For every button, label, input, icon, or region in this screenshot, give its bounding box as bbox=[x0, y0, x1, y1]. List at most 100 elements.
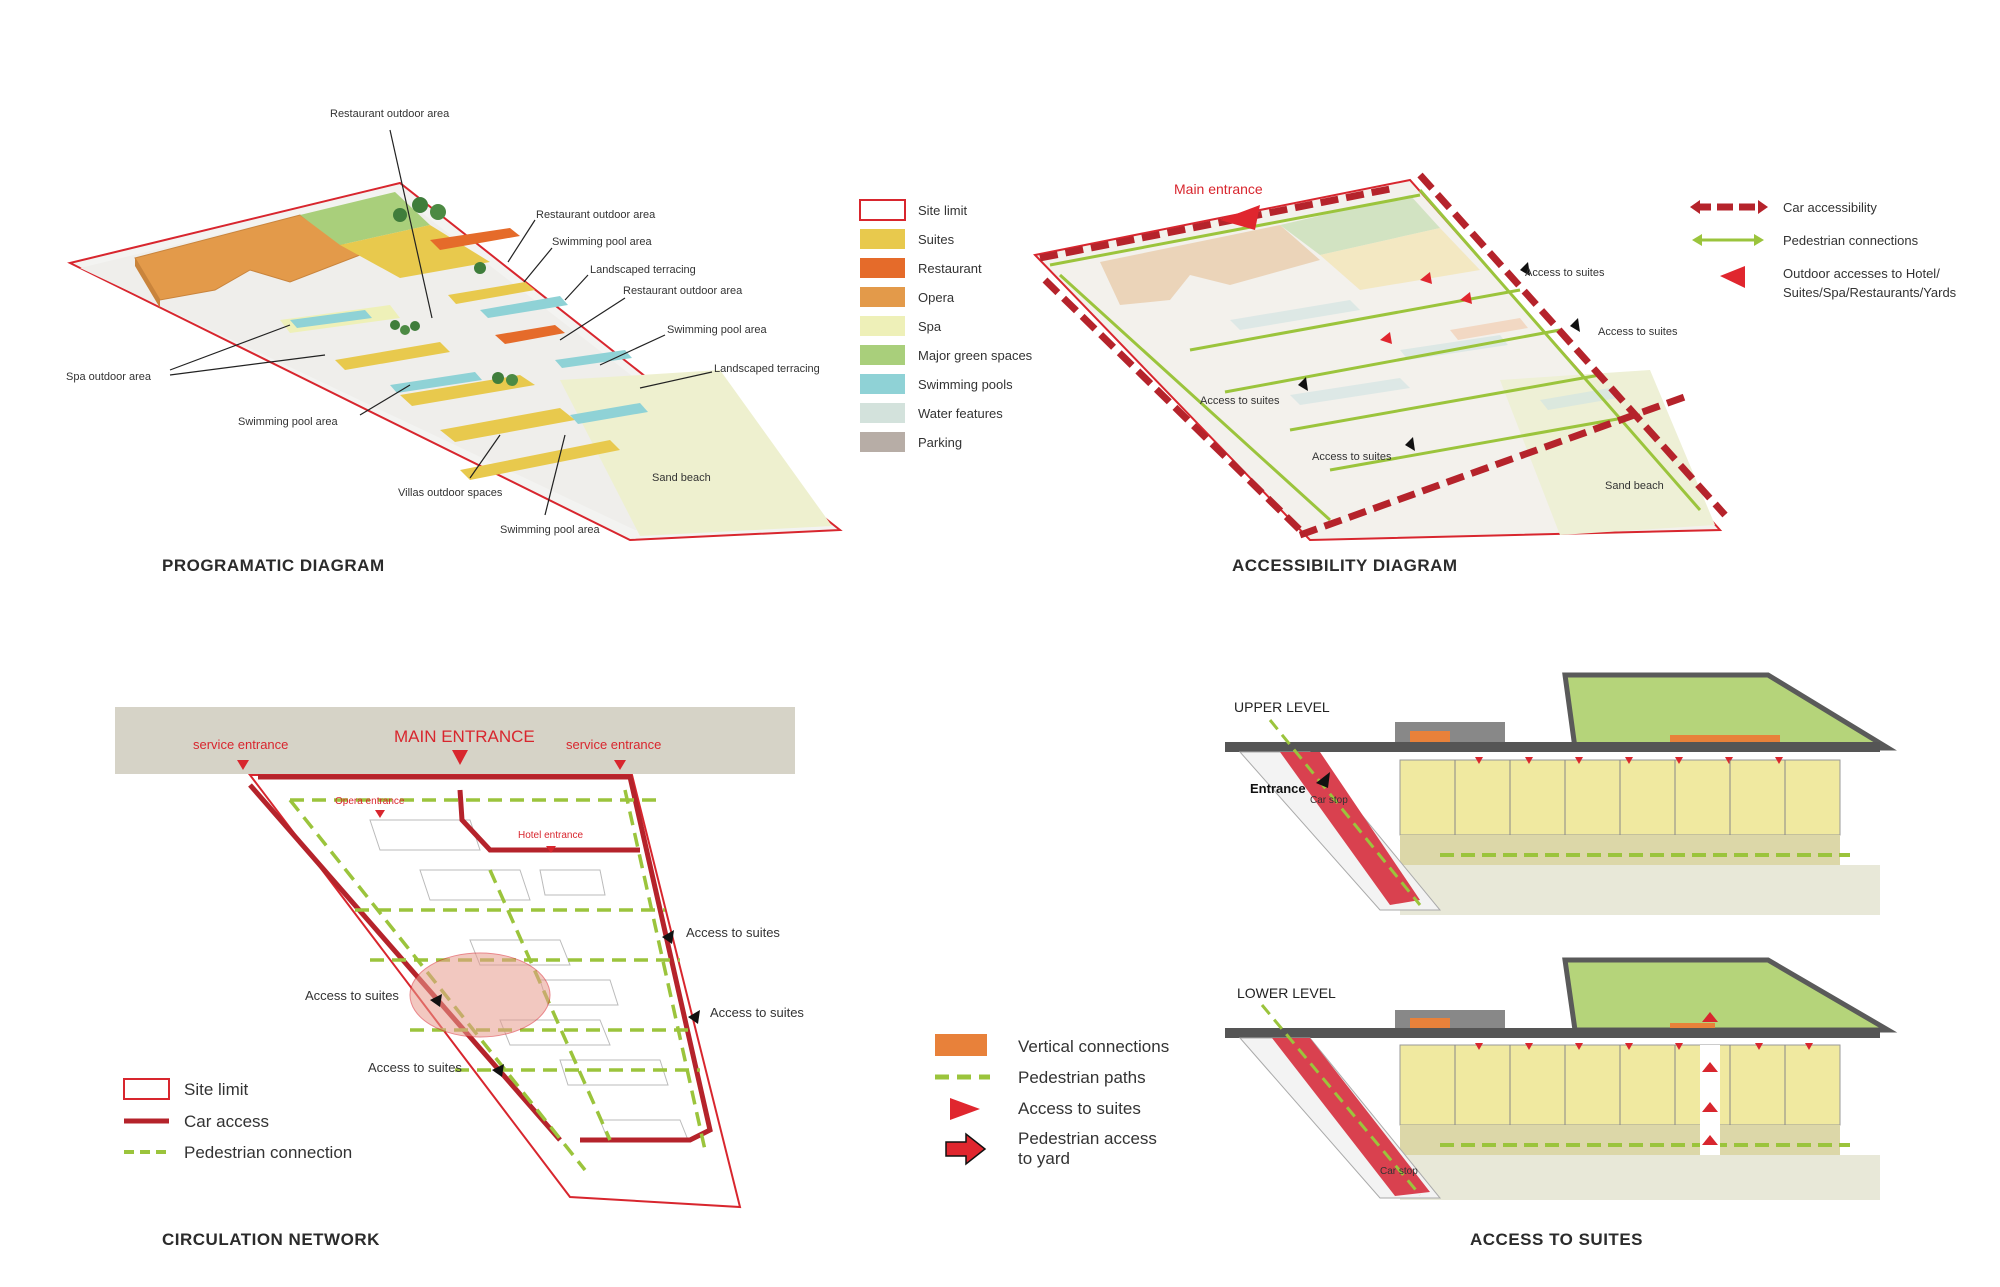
legend-swatch-water bbox=[860, 403, 905, 423]
upper-beach-strip bbox=[1400, 865, 1880, 915]
accessibility-legend: Car accessibility Pedestrian connections… bbox=[1690, 200, 1957, 300]
lower-diagonal-path bbox=[1260, 1004, 1422, 1196]
legend-swatch-restaurant bbox=[860, 258, 905, 278]
lower-garden bbox=[1562, 957, 1898, 1033]
outdoor-access-arrows bbox=[1220, 205, 1472, 344]
upper-diagonal-path bbox=[1268, 719, 1422, 906]
label-swimming-pool-1: Swimming pool area bbox=[552, 236, 653, 248]
circulation-title: CIRCULATION NETWORK bbox=[162, 1230, 380, 1249]
legend-ped-arrow-left bbox=[1692, 234, 1702, 246]
suites-legend-yard-label-1: Pedestrian access bbox=[1018, 1129, 1157, 1148]
circ-opera-entrance: Opera entrance bbox=[335, 796, 405, 807]
restaurant-block-2 bbox=[495, 325, 565, 344]
access-faded-blocks bbox=[1230, 300, 1618, 410]
access-main-entrance-label: Main entrance bbox=[1174, 181, 1263, 197]
lower-top-wall bbox=[1225, 1028, 1880, 1038]
suites-legend-vertical-label: Vertical connections bbox=[1018, 1037, 1169, 1056]
legend-ped-arrow-right bbox=[1754, 234, 1764, 246]
pool-4 bbox=[390, 372, 482, 393]
upper-level-label: UPPER LEVEL bbox=[1234, 699, 1330, 715]
lower-yard-corridor bbox=[1700, 1045, 1720, 1155]
suites-legend-access-label: Access to suites bbox=[1018, 1099, 1141, 1118]
suites-band-5 bbox=[440, 408, 575, 442]
legend-swatch-site-limit bbox=[859, 199, 906, 221]
circ-label-suites-1: Access to suites bbox=[686, 925, 780, 940]
car-access-lines bbox=[248, 774, 713, 1143]
label-villas-outdoor: Villas outdoor spaces bbox=[398, 487, 503, 499]
suites-legend: Vertical connections Pedestrian paths Ac… bbox=[935, 1034, 1169, 1168]
leader-lines bbox=[169, 129, 713, 516]
lower-car-stop-label: Car stop bbox=[1380, 1166, 1418, 1177]
circ-access-arrows bbox=[430, 930, 700, 1077]
legend-swatch-spa bbox=[860, 316, 905, 336]
trees bbox=[390, 197, 518, 386]
suites-title: ACCESS TO SUITES bbox=[1470, 1230, 1643, 1249]
programmatic-diagram: Restaurant outdoor area Restaurant outdo… bbox=[66, 108, 843, 575]
lower-yard-arrows bbox=[1702, 1012, 1718, 1145]
pool-5 bbox=[570, 403, 648, 424]
access-black-arrows bbox=[1298, 262, 1580, 451]
lower-level-label: LOWER LEVEL bbox=[1237, 985, 1336, 1001]
circ-label-suites-2: Access to suites bbox=[710, 1005, 804, 1020]
upper-car-stop-label: Car stop bbox=[1310, 795, 1348, 806]
legend-outdoor-label-1: Outdoor accesses to Hotel/ bbox=[1783, 266, 1940, 281]
label-landscaped-1: Landscaped terracing bbox=[590, 264, 696, 276]
label-swimming-pool-3: Swimming pool area bbox=[238, 416, 339, 428]
suites-legend-yard-label-2: to yard bbox=[1018, 1149, 1070, 1168]
suites-band-3 bbox=[335, 342, 450, 370]
service-entrance-arrow-right bbox=[614, 760, 626, 770]
lower-suite-dividers bbox=[1454, 1045, 1786, 1125]
suites-diagram: UPPER LEVEL Entrance Car stop bbox=[935, 672, 1898, 1249]
circ-legend-site-label: Site limit bbox=[184, 1080, 249, 1099]
legend-label-water: Water features bbox=[918, 406, 1003, 421]
lower-terrace bbox=[1400, 1125, 1840, 1155]
circ-service-entrance-right: service entrance bbox=[566, 737, 661, 752]
legend-swatch-green bbox=[860, 345, 905, 365]
lower-car-stop bbox=[1272, 1038, 1430, 1196]
upper-car-stop bbox=[1280, 752, 1420, 905]
access-suites-faded bbox=[1320, 228, 1480, 290]
accessibility-diagram: Main entrance Access to suites Access to… bbox=[1033, 172, 1728, 575]
service-entrance-arrow-left bbox=[237, 760, 249, 770]
legend-outdoor-arrow bbox=[1720, 266, 1745, 288]
circ-service-entrance-left: service entrance bbox=[193, 737, 288, 752]
legend-label-spa: Spa bbox=[918, 319, 942, 334]
pool-2 bbox=[480, 296, 568, 318]
upper-top-wall bbox=[1225, 742, 1880, 752]
legend-outdoor-label-2: Suites/Spa/Restaurants/Yards bbox=[1783, 285, 1957, 300]
label-restaurant-outdoor-3: Restaurant outdoor area bbox=[623, 285, 743, 297]
label-swimming-pool-4: Swimming pool area bbox=[500, 524, 601, 536]
highlight-zone bbox=[409, 952, 551, 1038]
suites-band-2 bbox=[448, 282, 535, 304]
legend-label-site-limit: Site limit bbox=[918, 203, 968, 218]
circ-label-suites-4: Access to suites bbox=[368, 1060, 462, 1075]
legend-label-green: Major green spaces bbox=[918, 348, 1033, 363]
access-opera-faded bbox=[1100, 225, 1320, 305]
legend-label-parking: Parking bbox=[918, 435, 962, 450]
legend-car-label: Car accessibility bbox=[1783, 200, 1877, 215]
upper-entrance-arrow bbox=[1316, 772, 1330, 788]
suites-band-top bbox=[340, 225, 490, 278]
legend-car-arrow-left bbox=[1690, 200, 1700, 214]
car-lines bbox=[1039, 172, 1728, 539]
pool-3 bbox=[555, 350, 632, 368]
circ-legend-ped-label: Pedestrian connection bbox=[184, 1143, 352, 1162]
main-entrance-arrow bbox=[452, 750, 468, 765]
restaurant-block-1 bbox=[430, 228, 520, 250]
programmatic-title: PROGRAMATIC DIAGRAM bbox=[162, 556, 385, 575]
circ-legend-site-swatch bbox=[123, 1078, 170, 1100]
legend-swatch-pools bbox=[860, 374, 905, 394]
upper-access-arrows bbox=[1475, 757, 1783, 764]
green-space-top bbox=[300, 192, 430, 245]
legend-pedestrian-label: Pedestrian connections bbox=[1783, 233, 1919, 248]
legend-car-arrow-right bbox=[1758, 200, 1768, 214]
circ-hotel-entrance: Hotel entrance bbox=[518, 830, 583, 841]
label-landscaped-2: Landscaped terracing bbox=[714, 363, 820, 375]
suites-legend-ped-label: Pedestrian paths bbox=[1018, 1068, 1146, 1087]
circulation-diagram: MAIN ENTRANCE service entrance service e… bbox=[115, 707, 804, 1249]
accessibility-title: ACCESSIBILITY DIAGRAM bbox=[1232, 556, 1458, 575]
opera-entrance-arrow bbox=[375, 810, 385, 818]
upper-terrace bbox=[1400, 835, 1840, 865]
access-label-suites-4: Access to suites bbox=[1312, 451, 1392, 463]
programmatic-legend: Site limit Suites Restaurant Opera Spa M… bbox=[859, 199, 1033, 452]
